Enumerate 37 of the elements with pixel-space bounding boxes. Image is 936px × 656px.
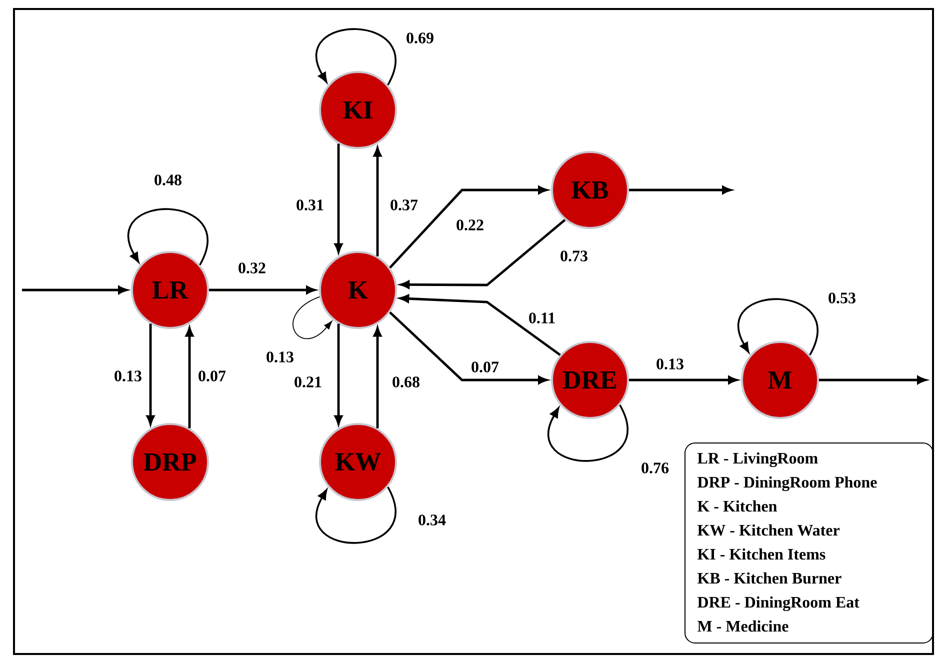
arrow [548,404,628,462]
arrow [316,28,396,86]
legend-entry: M - Medicine [697,620,788,632]
arrow [128,208,208,266]
arrow [373,147,382,256]
arrow [146,324,155,425]
arrow [292,296,332,340]
edge-label: 0.13 [655,358,685,370]
edge-label: 0.32 [237,262,267,274]
legend-entry: K - Kitchen [697,500,777,512]
edge-label: 0.13 [113,370,143,382]
arrow [738,298,818,356]
edge-label: 0.68 [391,376,421,388]
arrow [334,144,343,253]
edge-label: 0.48 [153,174,183,186]
edge-label: 0.31 [295,198,325,212]
edge-label: 0.53 [827,292,857,304]
arrow [316,486,396,544]
legend-entry: KI - Kitchen Items [697,548,826,560]
edge-label: 0.37 [389,198,419,212]
edge-label: 0.07 [197,370,227,382]
legend-entry: DRP - DiningRoom Phone [698,476,877,492]
edge-label: 0.21 [293,376,323,388]
legend-entry: DRE - DiningRoom Eat [698,596,860,612]
edge-label: 0.13 [265,350,295,364]
legend-entry: LR - LivingRoom [697,452,818,468]
legend-entry: KW - Kitchen Water [697,524,840,536]
edge-label: 0.69 [405,32,435,44]
arrow [334,324,343,425]
edge-label: 0.76 [640,462,670,474]
edge-label: 0.22 [455,218,485,232]
legend-entry: KB - Kitchen Burner [697,572,842,584]
arrow [373,327,382,428]
edge-label: 0.73 [559,250,589,262]
arrow [185,327,194,428]
edge-label: 0.07 [470,360,500,374]
edge-label: 0.34 [417,514,447,526]
